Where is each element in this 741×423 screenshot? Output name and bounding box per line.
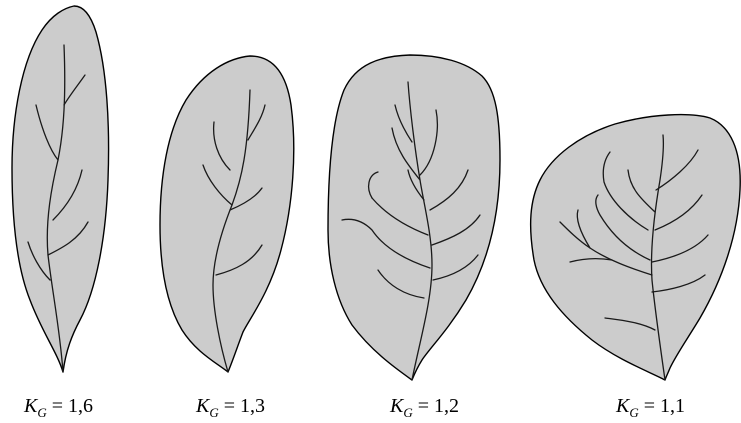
leaf-2-kg-value: 1,3 [240,395,265,417]
leaf-3: KG = 1,2 [328,55,500,420]
leaf-1-blade [12,6,109,372]
leaf-1: KG = 1,6 [12,6,109,420]
leaf-3-kg-value: 1,2 [434,395,459,417]
leaf-2-kg-label: KG = 1,3 [195,395,265,420]
leaf-4-kg-relation: = [639,395,660,417]
leaf-1-kg-relation: = [47,395,68,417]
leaf-2-blade [160,56,294,372]
leaf-2: KG = 1,3 [160,56,294,420]
leaf-3-kg-label: KG = 1,2 [389,395,459,420]
leaf-4-blade [531,115,741,380]
leaf-3-blade [328,55,500,380]
leaf-4: KG = 1,1 [531,115,741,420]
leaf-4-kg-label: KG = 1,1 [615,395,685,420]
leaf-2-kg-relation: = [219,395,240,417]
leaf-1-kg-label: KG = 1,6 [23,395,93,420]
leaf-1-kg-value: 1,6 [68,395,93,417]
leaf-4-kg-value: 1,1 [660,395,685,417]
leaf-3-kg-relation: = [413,395,434,417]
